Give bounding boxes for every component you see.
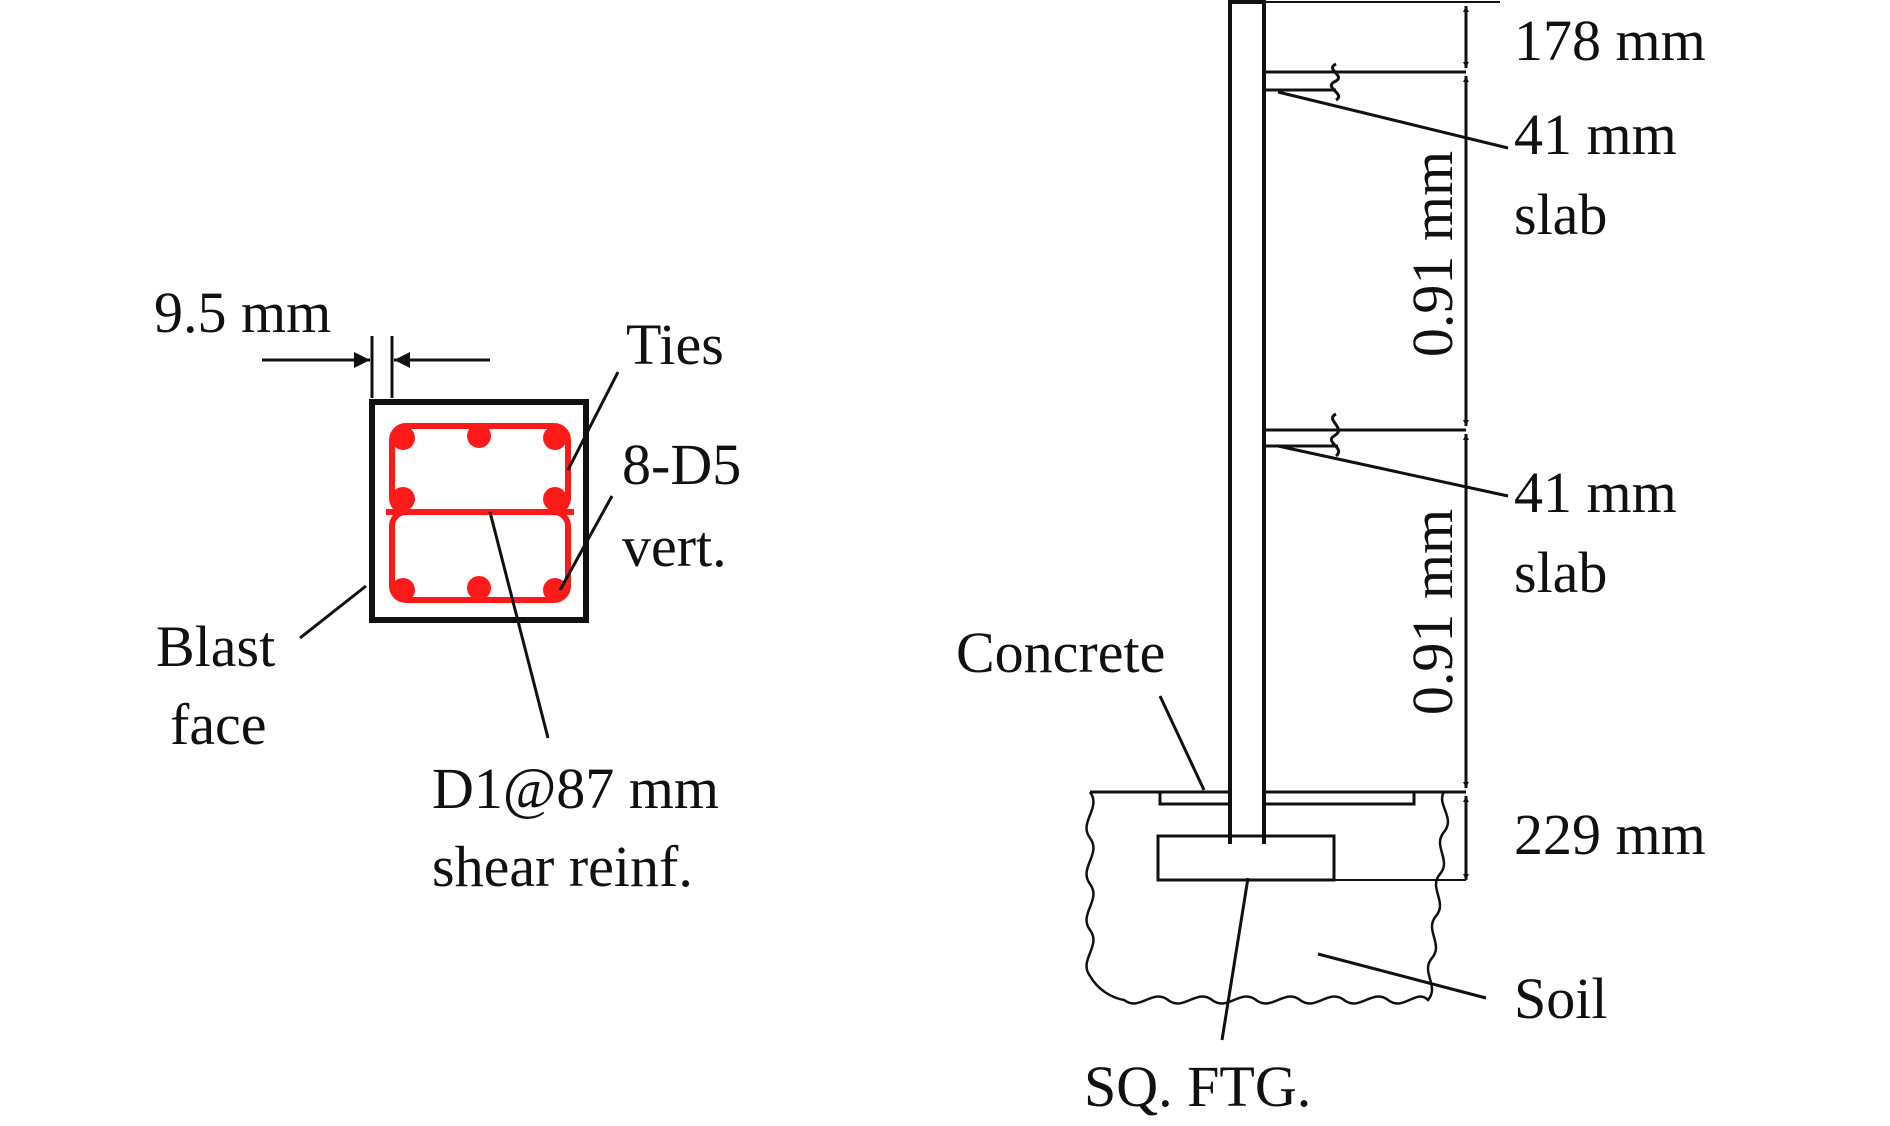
blast-face-label-line2: face bbox=[170, 692, 267, 757]
height-1-label: 0.91 mm bbox=[1400, 151, 1465, 357]
lower-slab-leader bbox=[1277, 444, 1509, 498]
vertical-bar bbox=[391, 487, 415, 511]
vertical-bars-leader bbox=[558, 495, 614, 591]
lower-slab-label-line1: 41 mm bbox=[1514, 460, 1677, 525]
vertical-bars-label-line1: 8-D5 bbox=[622, 432, 741, 497]
footing-label: SQ. FTG. bbox=[1084, 1054, 1311, 1119]
concrete-leader bbox=[1158, 695, 1206, 791]
vertical-bar bbox=[391, 578, 415, 602]
ties-leader bbox=[566, 371, 620, 471]
upper-slab-label-line2: slab bbox=[1514, 182, 1607, 247]
upper-slab-leader bbox=[1277, 90, 1509, 150]
vertical-bars-label-line2: vert. bbox=[622, 514, 727, 579]
concrete-label: Concrete bbox=[956, 620, 1165, 685]
column-section: 9.5 mm Ties 8-D5 vert. Blast face D1@87 … bbox=[154, 280, 741, 899]
concrete-slab-right bbox=[1262, 790, 1416, 806]
blast-face-label-line1: Blast bbox=[156, 614, 275, 679]
blast-face-leader bbox=[299, 584, 367, 640]
ties-label: Ties bbox=[626, 312, 724, 377]
top-dim-label: 178 mm bbox=[1514, 8, 1706, 73]
height-2-label: 0.91 mm bbox=[1400, 509, 1465, 715]
lower-slab-label-line2: slab bbox=[1514, 540, 1607, 605]
shear-reinforcement-leader bbox=[488, 511, 550, 739]
shear-reinforcement-label-line1: D1@87 mm bbox=[432, 756, 719, 821]
vertical-bar bbox=[543, 578, 567, 602]
soil-label: Soil bbox=[1514, 966, 1608, 1031]
square-footing bbox=[1156, 834, 1336, 882]
vertical-bar bbox=[543, 426, 567, 450]
upper-slab-label-line1: 41 mm bbox=[1514, 102, 1677, 167]
shear-reinforcement-label-line2: shear reinf. bbox=[432, 834, 693, 899]
vertical-bar bbox=[543, 487, 567, 511]
footing-leader bbox=[1220, 877, 1250, 1041]
vertical-bar bbox=[467, 576, 491, 600]
wall-elevation: 178 mm 41 mm slab 0.91 mm 41 mm slab 0.9… bbox=[956, 0, 1706, 1119]
soil-leader bbox=[1317, 952, 1487, 1000]
cover-dim-label: 9.5 mm bbox=[154, 280, 331, 345]
upper-slab-break bbox=[1330, 62, 1341, 102]
vertical-bar bbox=[391, 426, 415, 450]
section-outline bbox=[369, 399, 589, 623]
lower-slab-break bbox=[1330, 412, 1340, 458]
vertical-bar bbox=[467, 424, 491, 448]
footing-dim-label: 229 mm bbox=[1514, 802, 1706, 867]
concrete-slab-left bbox=[1158, 790, 1232, 806]
soil-boundary bbox=[1085, 791, 1450, 1005]
